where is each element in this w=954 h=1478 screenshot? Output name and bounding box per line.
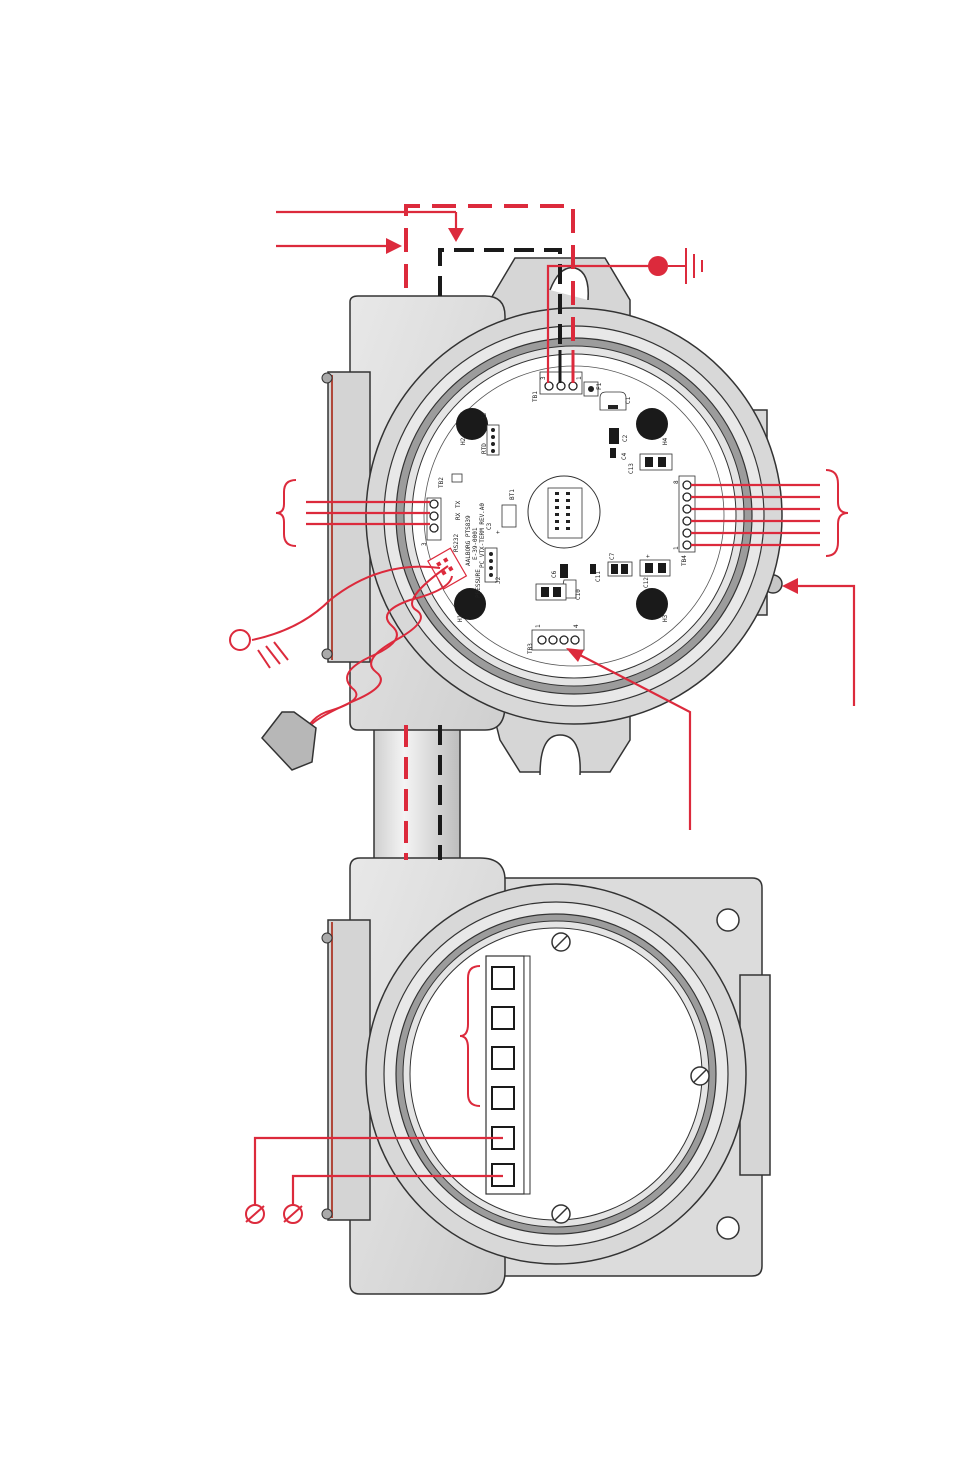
label-tb3-pin4: 4 [573,624,580,628]
terminal-tb3 [532,630,584,650]
label-tb1-pin1: 1 [576,376,583,380]
label-rx: RX [455,512,462,520]
ground-symbol-icon [648,248,702,284]
label-tb3-pin1: 1 [535,624,542,628]
label-board-name: AALBORG PTS839 [465,515,472,566]
label-c4: C4 [621,452,628,460]
label-tb3: TB3 [527,643,534,654]
label-plus-c3: + [495,530,502,534]
brace-icon [826,470,848,556]
label-tb4: TB4 [681,555,688,566]
label-tb1: TB1 [532,391,539,402]
label-j2: J2 [495,576,502,584]
label-rs232: RS232 [453,534,460,552]
upper-enclosure [322,258,782,775]
label-rtd: RTD [481,443,488,454]
ground-terminal-icon [230,630,288,668]
conduit-pipe [374,720,460,870]
label-tb4-pin8: 8 [673,480,680,484]
screw-icon [691,1067,709,1085]
label-c1: C1 [625,396,632,404]
label-c13: C13 [628,463,635,474]
label-c10: C10 [575,589,582,600]
label-c3: C3 [486,522,493,530]
label-j3: J3 [481,412,488,420]
label-tb2-pin3: 3 [421,542,428,546]
screw-icon [552,1205,570,1223]
brace-icon [276,480,296,546]
mount-hole-h4 [636,408,668,440]
drain-tag-icon [262,712,316,770]
label-c7: C7 [609,552,616,560]
ground-terminal-icon [246,1205,264,1223]
terminal-tb4 [679,476,695,552]
screw-icon [552,933,570,951]
label-c12: C12 [643,577,650,588]
side-plug-arrow [782,578,854,706]
input-arrow-1 [276,212,464,242]
label-f1: F1 [596,382,603,390]
ground-terminal-icon [284,1205,302,1223]
label-tb4-pin1: 1 [673,546,680,550]
label-bt1: BT1 [509,489,516,500]
lower-mount-hole-top [717,909,739,931]
lower-mount-hole-bottom [717,1217,739,1239]
label-c2: C2 [622,434,629,442]
label-tx: TX [455,500,462,508]
label-h1: H1 [457,614,464,622]
label-pressure: PRESSURE [475,569,482,598]
label-h2: H2 [460,437,467,445]
label-tb1-pin3: 3 [540,376,547,380]
center-connector [528,476,600,548]
label-c11: C11 [595,571,602,582]
terminal-strip [486,956,530,1194]
input-arrow-2 [276,238,402,254]
label-c6: C6 [551,570,558,578]
label-plus-c12: + [645,554,652,558]
label-h4: H4 [662,437,669,445]
battery-bt1 [502,505,516,527]
label-board-rev: PC VTX-TERM REV.A0 [479,503,486,568]
label-tb2: TB2 [438,477,445,488]
lower-enclosure [322,858,770,1294]
label-h3: H3 [662,614,669,622]
terminal-tb2 [427,498,441,540]
label-board-part: E-39-0001 [472,527,479,560]
